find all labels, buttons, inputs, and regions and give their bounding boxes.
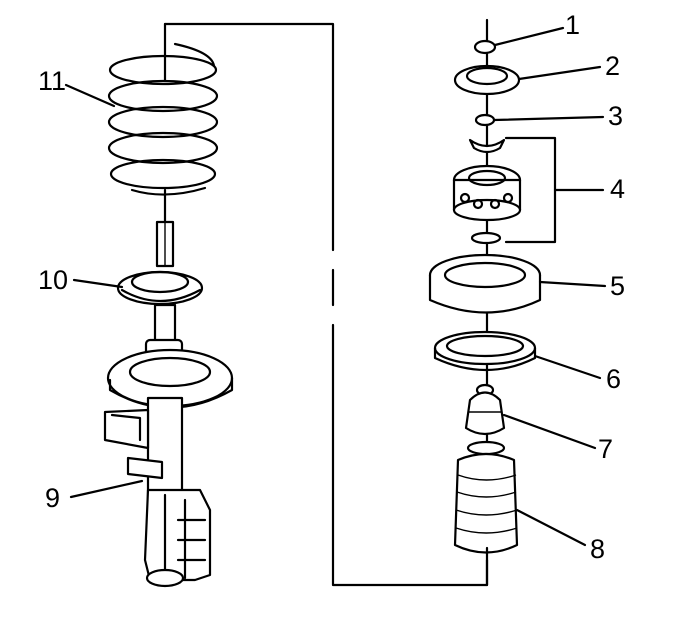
nut <box>473 39 497 55</box>
callout-8: 8 <box>590 534 605 564</box>
jounce-bumper <box>464 383 506 436</box>
dust-boot <box>453 440 519 587</box>
callout-4: 4 <box>610 174 625 204</box>
bearing-assembly <box>452 138 522 245</box>
callout-3: 3 <box>608 101 623 131</box>
callout-6: 6 <box>606 364 621 394</box>
callout-labels: 1 2 3 4 5 6 7 8 9 10 11 <box>38 10 625 564</box>
small-washer <box>474 113 496 127</box>
strut-mount-washer <box>453 64 521 96</box>
coil-spring <box>107 22 219 230</box>
upper-strut-mount <box>428 253 542 314</box>
leader-lines <box>64 26 607 547</box>
callout-7: 7 <box>598 434 613 464</box>
spring-insulator <box>433 330 537 372</box>
callout-10: 10 <box>38 265 68 295</box>
callout-5: 5 <box>610 271 625 301</box>
callout-1: 1 <box>565 10 580 40</box>
upper-spring-seat <box>116 270 204 306</box>
callout-11: 11 <box>38 66 66 96</box>
callout-2: 2 <box>605 51 620 81</box>
strut-assembly <box>103 303 234 588</box>
callout-9: 9 <box>45 483 60 513</box>
piston-rod <box>155 220 175 268</box>
